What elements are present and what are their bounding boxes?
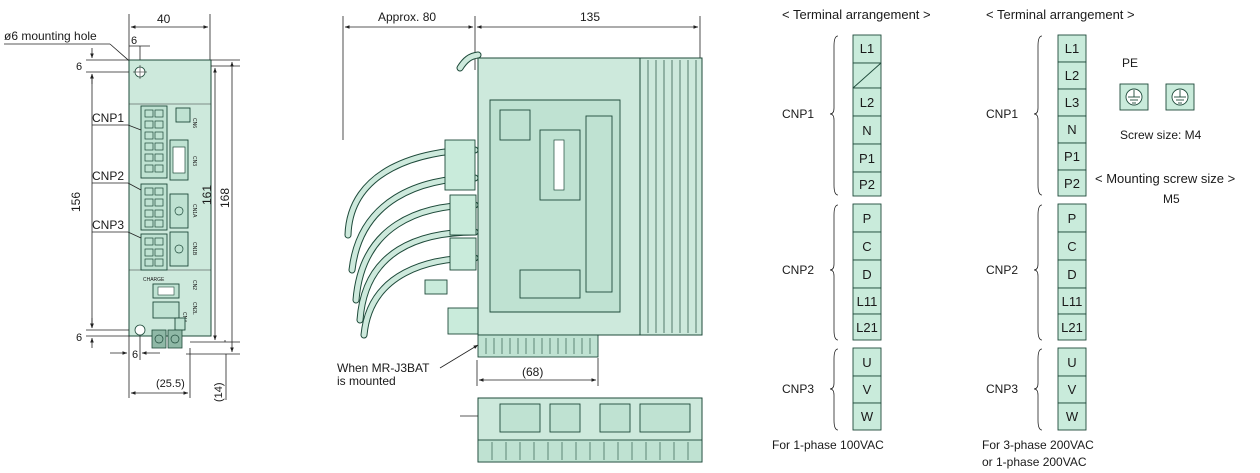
terminal-v: V (863, 382, 872, 397)
dim-approx-80: Approx. 80 (378, 10, 436, 24)
terminal-l2: L2 (860, 95, 874, 110)
svg-text:CN6: CN6 (191, 118, 197, 128)
terminal-n: N (862, 123, 871, 138)
battery-note-line1: When MR-J3BAT (337, 361, 430, 375)
cnp3-label-100v: CNP3 (782, 382, 814, 396)
svg-text:CN3: CN3 (191, 156, 197, 166)
screw-size-label: Screw size: M4 (1120, 128, 1202, 142)
cnp1-terminals-100v: L1 L2 N P1 P2 (852, 34, 882, 197)
charge-label: CHARGE (143, 277, 165, 283)
callout-cnp3: CNP3 (92, 218, 124, 232)
terminal-title-100v: < Terminal arrangement > (782, 7, 931, 22)
dim-168: 168 (218, 188, 232, 208)
terminal-w: W (861, 409, 874, 424)
footer-200v-line1: For 3-phase 200VAC (982, 438, 1094, 452)
side-view: Approx. 80 135 (337, 10, 703, 463)
plug-cnp2 (449, 194, 477, 236)
terminal-l21: L21 (1061, 320, 1083, 335)
terminal-p2: P2 (1064, 176, 1080, 191)
terminal-n: N (1067, 122, 1076, 137)
svg-text:CN4: CN4 (181, 312, 187, 322)
cnp3-terminals-100v: U V W (852, 347, 882, 431)
cnp1-label-100v: CNP1 (782, 107, 814, 121)
dim-161: 161 (200, 185, 214, 205)
terminal-arrangement-100v: < Terminal arrangement > CNP1 L1 L2 N P1… (772, 7, 931, 452)
battery-unit (477, 334, 599, 358)
dim-width-40: 40 (157, 12, 171, 26)
terminal-d: D (862, 267, 871, 282)
cnp2-label-200v: CNP2 (986, 263, 1018, 277)
terminal-l3: L3 (1065, 95, 1079, 110)
cn2-connector (152, 301, 180, 319)
terminal-u: U (862, 355, 871, 370)
svg-text:CN1A: CN1A (191, 204, 197, 218)
terminal-c: C (1067, 239, 1076, 254)
terminal-p1: P1 (1064, 149, 1080, 164)
dim-135: 135 (580, 10, 600, 24)
mounting-screw-value: M5 (1163, 192, 1180, 206)
dim-top-6: 6 (76, 61, 82, 73)
cn6-connector (175, 107, 191, 123)
pe-ground-icon (1119, 83, 1149, 111)
heatsink (639, 57, 703, 336)
dim-hole-offset: 6 (131, 35, 137, 47)
footer-100v: For 1-phase 100VAC (772, 438, 884, 452)
terminal-l2: L2 (1065, 68, 1079, 83)
front-view: 40 ø6 mounting hole 6 (4, 12, 240, 402)
pe-terminal-left (151, 329, 167, 349)
dim-68: (68) (522, 365, 543, 379)
cnp2-terminals-200v: P C D L11 L21 (1057, 203, 1087, 341)
svg-text:CN2L: CN2L (191, 302, 197, 315)
plug-cnp1 (444, 139, 476, 191)
terminal-d: D (1067, 267, 1076, 282)
terminal-l11: L11 (1062, 294, 1083, 309)
dim-bottom-left-6: 6 (132, 349, 138, 361)
cn4-connector (174, 317, 186, 331)
battery-note-line2: is mounted (337, 374, 396, 388)
terminal-p: P (863, 211, 872, 226)
mounting-screw-title: < Mounting screw size > (1095, 171, 1235, 186)
dim-156: 156 (69, 192, 83, 212)
bottom-mounting-hole-icon (134, 324, 146, 336)
terminal-p2: P2 (859, 177, 875, 192)
mounting-hole-label: ø6 mounting hole (4, 29, 97, 43)
dim-bottom-6: 6 (76, 332, 82, 344)
terminal-u: U (1067, 355, 1076, 370)
pe-ground-icon (1165, 83, 1195, 111)
terminal-title-200v: < Terminal arrangement > (986, 7, 1135, 22)
terminal-arrangement-200v: < Terminal arrangement > CNP1 L1 L2 L3 N… (982, 7, 1235, 469)
terminal-l1: L1 (860, 41, 874, 56)
dim-25-5: (25.5) (156, 378, 185, 390)
terminal-l21: L21 (856, 320, 878, 335)
plug-cn2 (424, 279, 448, 295)
terminal-p: P (1068, 211, 1077, 226)
terminal-v: V (1068, 382, 1077, 397)
callout-cnp2: CNP2 (92, 169, 124, 183)
cnp1-label-200v: CNP1 (986, 107, 1018, 121)
plug-cnp3 (449, 237, 477, 271)
cn1b-connector (169, 231, 189, 267)
pe-label: PE (1122, 56, 1138, 70)
terminal-l11: L11 (857, 294, 878, 309)
cn1a-connector (169, 193, 189, 229)
terminal-c: C (862, 239, 871, 254)
footer-200v-line2: or 1-phase 200VAC (982, 455, 1087, 469)
cnp3-label-200v: CNP3 (986, 382, 1018, 396)
dim-14: (14) (213, 382, 225, 402)
pe-terminal-right (167, 329, 183, 349)
terminal-p1: P1 (859, 151, 875, 166)
cnp3-terminals-200v: U V W (1057, 347, 1087, 431)
svg-text:CN2: CN2 (191, 280, 197, 290)
cnp1-terminals-200v: L1 L2 L3 N P1 P2 (1057, 34, 1087, 197)
terminal-l1: L1 (1065, 41, 1079, 56)
svg-text:CN1B: CN1B (191, 242, 197, 256)
callout-cnp1: CNP1 (92, 111, 124, 125)
cnp2-label-100v: CNP2 (782, 263, 814, 277)
battery-plug (447, 307, 479, 335)
terminal-w: W (1066, 409, 1079, 424)
cnp2-terminals-100v: P C D L11 L21 (852, 203, 882, 341)
